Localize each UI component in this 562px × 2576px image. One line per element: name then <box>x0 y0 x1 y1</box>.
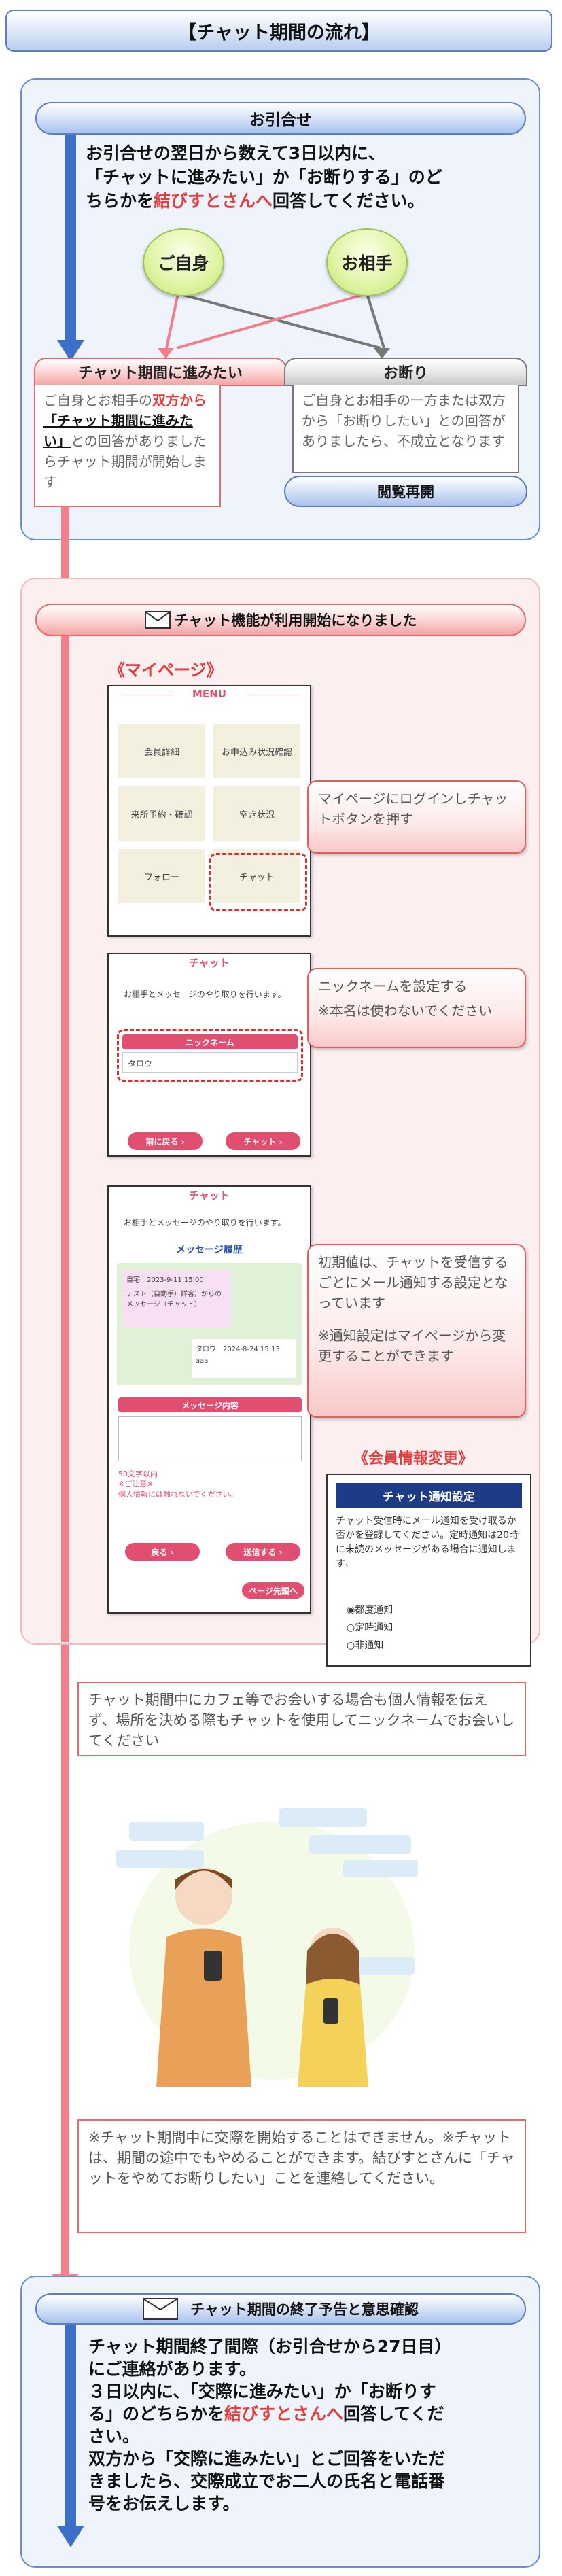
notify-title: チャット通知設定 <box>336 1483 522 1508</box>
proceed-header: チャット期間に進みたい <box>34 358 287 386</box>
back-button-2[interactable]: 戻る › <box>125 1543 200 1561</box>
proceed-body: ご自身とお相手の双方から「チャット期間に進みたい」との回答がありましたらチャット… <box>34 385 221 507</box>
notify-option-each[interactable]: ◉都度通知 <box>347 1605 393 1616</box>
chat-highlight <box>209 853 307 911</box>
callout-login: マイページにログインしチャットボタンを押す <box>307 780 526 854</box>
cafe-meeting-note: チャット期間中にカフェ等でお会いする場合も個人情報を伝えず、場所を決める際もチャ… <box>77 1682 526 1756</box>
chat-description-2: お相手とメッセージのやり取りを行います。 <box>124 1218 286 1228</box>
history-label: メッセージ履歴 <box>176 1245 243 1255</box>
page-top-button[interactable]: ページ先頭へ <box>242 1582 304 1599</box>
callout-nickname: ニックネームを設定する ※本名は使わないでください <box>307 968 526 1048</box>
chat-rules-note: ※チャット期間中に交際を開始することはできません。※チャットは、期間の途中でもや… <box>77 2119 526 2233</box>
section-header-chat-end: チャット期間の終了予告と意思確認 <box>35 2293 526 2325</box>
menu-phone: MENU 会員詳細 お申込み状況確認 来所予約・確認 空き状況 フォロー チャッ… <box>107 685 311 937</box>
menu-item-member[interactable]: 会員詳細 <box>118 724 205 778</box>
menu-item-chat[interactable]: チャット <box>213 849 300 903</box>
notify-settings-panel: チャット通知設定 チャット受信時にメール通知を受け取るか否かを登録してください。… <box>326 1474 531 1667</box>
mypage-label: 《マイページ》 <box>109 661 223 680</box>
section-header-chat-start: チャット機能が利用開始になりました <box>35 604 526 636</box>
notify-description: チャット受信時にメール通知を受け取るか否かを登録してください。定時通知は20時に… <box>336 1516 519 1569</box>
blue-flow-arrow-2 <box>65 2325 76 2528</box>
chat-button[interactable]: チャット › <box>226 1132 300 1150</box>
decision-connectors <box>158 292 390 359</box>
menu-item-availability[interactable]: 空き状況 <box>213 786 300 841</box>
member-change-label: 《会員情報変更》 <box>353 1450 474 1467</box>
resume-browsing-button: 閲覧再開 <box>284 476 527 507</box>
caution-text: ※ご注意※ 個人情報には触れないでください。 <box>118 1480 238 1499</box>
nickname-phone: チャット お相手とメッセージのやり取りを行います。 ニックネーム タロウ 前に戻… <box>107 953 311 1157</box>
message-textarea[interactable] <box>118 1416 302 1461</box>
send-button[interactable]: 送信する › <box>226 1543 300 1561</box>
back-button[interactable]: 前に戻る › <box>128 1132 203 1150</box>
menu-item-applications[interactable]: お申込み状況確認 <box>213 724 300 778</box>
menu-item-follow[interactable]: フォロー <box>118 849 205 903</box>
envelope-icon-2 <box>143 2298 179 2320</box>
envelope-icon <box>144 611 171 629</box>
partner-circle: お相手 <box>326 228 408 296</box>
callout-notification: 初期値は、チャットを受信するごとにメール通知する設定となっています ※通知設定は… <box>307 1244 526 1418</box>
red-flow-line-overlay <box>61 636 69 1642</box>
blue-arrow-head-2 <box>57 2526 84 2547</box>
notify-option-scheduled[interactable]: ○定時通知 <box>347 1622 393 1633</box>
chat-description: お相手とメッセージのやり取りを行います。 <box>124 990 286 999</box>
page-title: 【チャット期間の流れ】 <box>5 10 552 52</box>
chat-title-2: チャット <box>189 1189 230 1202</box>
chat-title: チャット <box>189 957 230 969</box>
section-header-introduction: お引合せ <box>35 102 526 135</box>
menu-title: MENU <box>192 688 226 700</box>
chat-end-text: チャット期間終了間際（お引合せから27日目） にご連絡があります。 ３日以内に、… <box>88 2337 452 2513</box>
self-circle: ご自身 <box>143 228 224 296</box>
message-history[interactable]: 自宅 2023-9-11 15:00 テスト（自動手）詳客）からのメッセージ（チ… <box>117 1263 302 1385</box>
decline-body: ご自身とお相手の一方または双方から「お断りしたい」との回答がありましたら、不成立… <box>292 385 519 473</box>
couple-illustration <box>116 1808 418 2087</box>
message-bubble-2: タロウ 2024-8-24 15:13 aaa <box>192 1339 296 1378</box>
nickname-input[interactable]: タロウ <box>122 1052 298 1073</box>
message-phone: チャット お相手とメッセージのやり取りを行います。 メッセージ履歴 自宅 202… <box>107 1185 311 1614</box>
message-bubble-1: 自宅 2023-9-11 15:00 テスト（自動手）詳客）からのメッセージ（チ… <box>122 1270 231 1328</box>
blue-flow-arrow <box>65 135 76 342</box>
nickname-label: ニックネーム <box>122 1034 298 1049</box>
decline-header: お断り <box>284 358 527 386</box>
nickname-highlight <box>117 1029 303 1082</box>
limit-text: 50文字以内 <box>118 1469 158 1478</box>
menu-item-reservation[interactable]: 来所予約・確認 <box>118 786 205 841</box>
intro-text: お引合せの翌日から数えて3日以内に、 「チャットに進みたい」か「お断りする」のど… <box>86 143 442 211</box>
message-content-label: メッセージ内容 <box>118 1397 302 1412</box>
notify-option-off[interactable]: ○非通知 <box>347 1640 384 1651</box>
